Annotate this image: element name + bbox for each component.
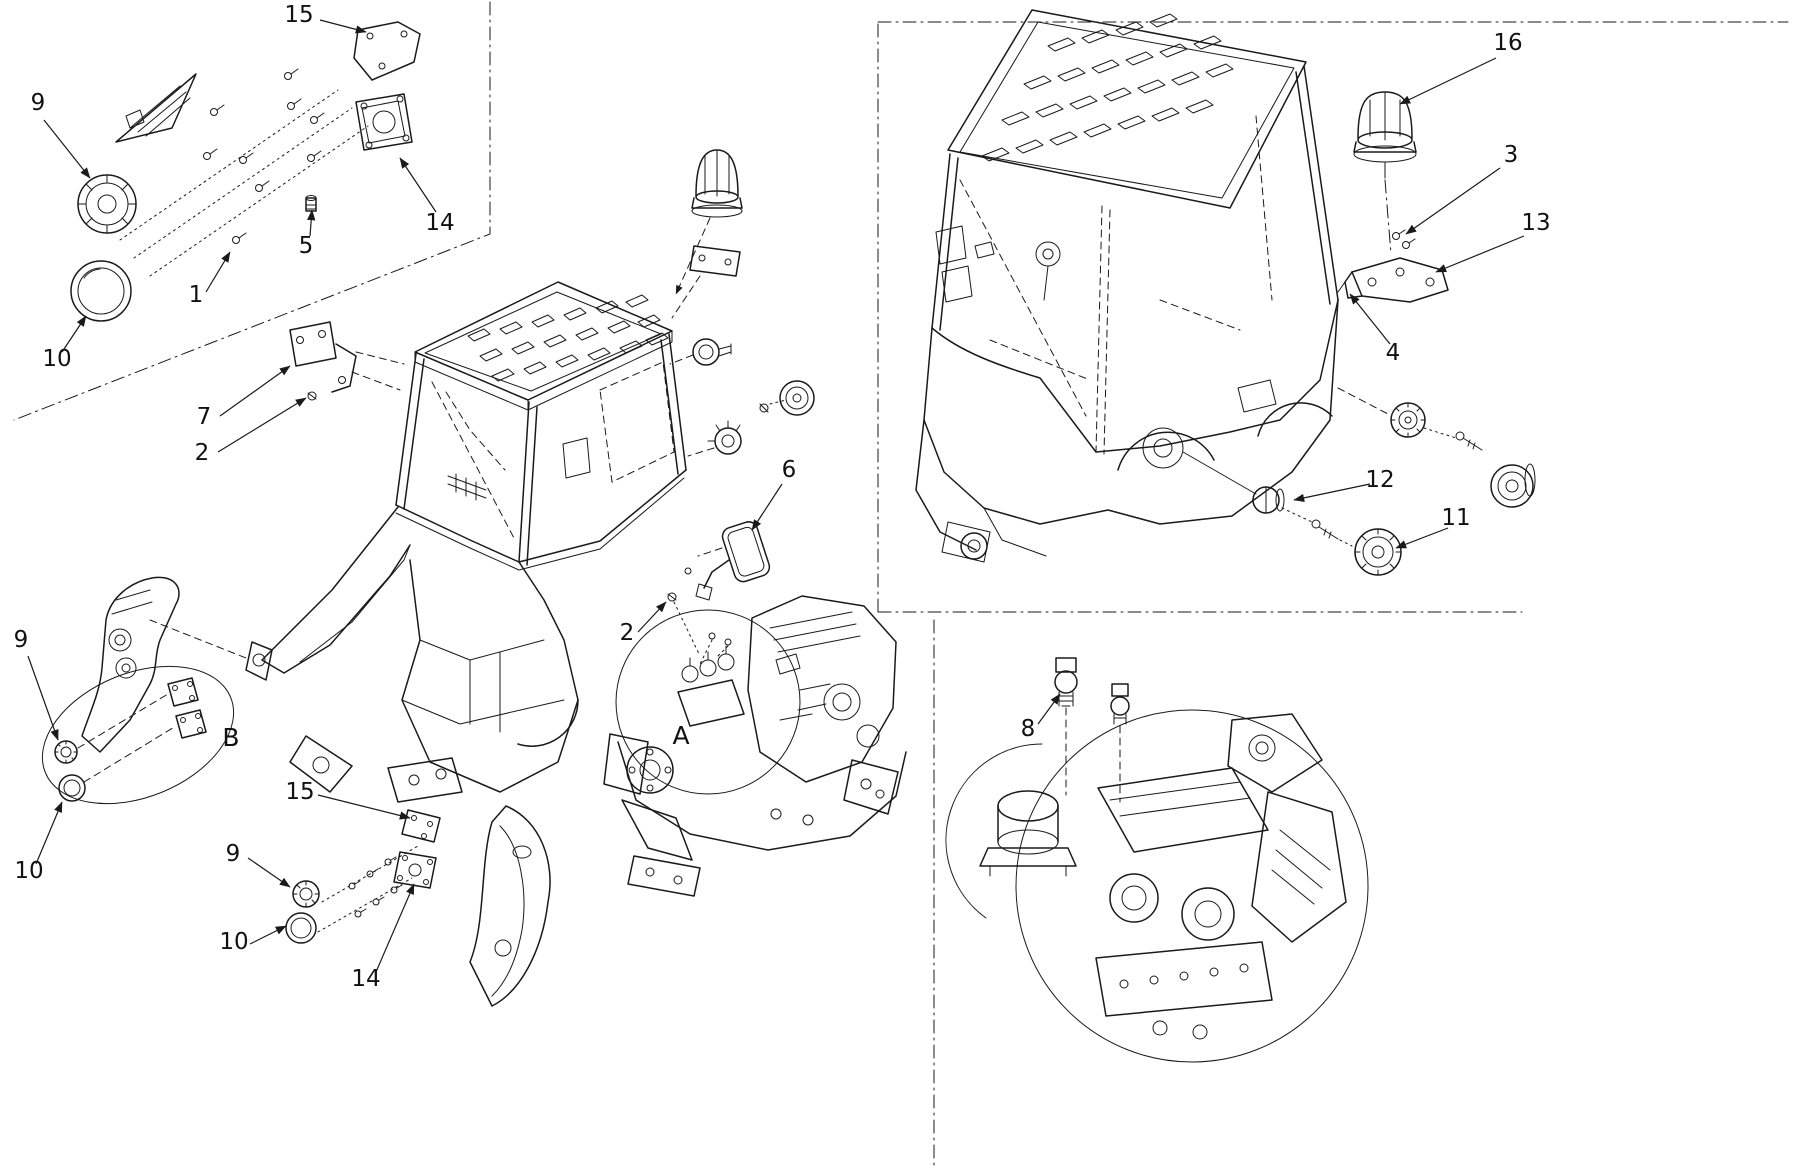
callout-9-top: 9: [31, 90, 46, 116]
callout-6: 6: [782, 457, 797, 483]
bolt-right-lower: [1281, 507, 1353, 547]
fender-detail-left: [41, 576, 247, 805]
trim-wedge: [115, 73, 197, 143]
worklight-group-right: [1252, 402, 1536, 576]
worklight-flange-right: [1490, 463, 1536, 508]
callout-14-lower: 14: [351, 966, 380, 992]
gaskets-in-b: [167, 677, 207, 739]
detail-top-left: [70, 21, 421, 322]
callout-10-lower: 10: [219, 929, 248, 955]
valve-block: [677, 632, 745, 727]
worklight-small-right: [1390, 402, 1426, 438]
assembly-axes-top-left: [119, 89, 369, 277]
screws-top-left: [203, 68, 325, 244]
callout-15-top: 15: [284, 2, 313, 28]
callout-11: 11: [1441, 505, 1470, 531]
mudguard-panel-center: [469, 805, 551, 1007]
screw-part-2-lower: [667, 592, 701, 657]
cab-right-panel: [915, 9, 1389, 563]
callout-5: 5: [299, 233, 314, 259]
callout-8: 8: [1021, 716, 1036, 742]
screw-part-5: [305, 195, 317, 212]
callout-10-top: 10: [42, 346, 71, 372]
callout-9-left: 9: [14, 627, 29, 653]
callout-2-upper: 2: [195, 440, 210, 466]
callout-7: 7: [197, 404, 212, 430]
chassis-frame: [603, 733, 907, 897]
engine-detail-circle: [945, 709, 1369, 1063]
worklight-part-11: [1354, 528, 1402, 576]
roof-vents-right: [981, 13, 1234, 162]
lens-part-10-lower: [285, 912, 317, 944]
screws-part-3: [1392, 229, 1416, 249]
gasket-part-14-lower: [393, 851, 437, 889]
lens-part-10-b: [58, 774, 86, 802]
worklight-group-center: [669, 338, 815, 457]
gasket-part-15-top: [353, 21, 421, 81]
transmission-detail-a: [603, 595, 907, 897]
pressure-switch-part-8: [1054, 657, 1078, 796]
section-boundaries: [13, 1, 1789, 1171]
callout-letter-b: B: [222, 723, 239, 752]
grommet-part-12: [1252, 486, 1285, 514]
callout-2-lower: 2: [620, 620, 635, 646]
callout-1: 1: [189, 282, 204, 308]
cab-isometric-center: [245, 281, 687, 1007]
engine-mount: [979, 790, 1077, 877]
detail-ellipse-b: [41, 665, 235, 805]
callout-10-left: 10: [14, 858, 43, 884]
plug-part-9-b: [54, 740, 78, 764]
gasket-part-14-top: [355, 93, 413, 151]
cab-chassis-center: [245, 506, 579, 803]
callout-13: 13: [1521, 210, 1550, 236]
beacon-lamp-center: [671, 149, 743, 319]
detail-bottom-right: [945, 657, 1369, 1063]
callout-12: 12: [1365, 467, 1394, 493]
callout-3: 3: [1504, 142, 1519, 168]
detail-lower-center: [285, 809, 441, 944]
callout-4: 4: [1386, 340, 1401, 366]
callout-16: 16: [1493, 30, 1522, 56]
callout-labels: 15 9 14 5 1 10 7 2 16 3 13 4 6 12 11 2 9…: [14, 2, 1551, 992]
plug-part-9-lower: [292, 880, 320, 908]
bracket-part-7: [289, 321, 405, 401]
leader-lines: [27, 19, 1525, 973]
pressure-switch-second: [1110, 683, 1130, 803]
bolt-right-upper: [1423, 427, 1483, 451]
bracket-part-13: [1337, 257, 1449, 303]
plug-part-9-top: [77, 174, 137, 234]
beacon-part-16: [1353, 91, 1417, 255]
callout-9-lower: 9: [226, 841, 241, 867]
gasket-part-15-lower: [401, 809, 441, 843]
engine-block: [747, 595, 897, 783]
callout-letter-a: A: [672, 721, 689, 750]
roof-vents-center: [467, 294, 669, 382]
callout-14-top: 14: [425, 210, 454, 236]
mirror-part-6: [684, 521, 771, 601]
callout-15-lower: 15: [285, 779, 314, 805]
hydraulic-pump: [1095, 713, 1347, 1040]
lens-part-10-top: [70, 260, 132, 322]
screws-lower-center: [348, 856, 403, 918]
